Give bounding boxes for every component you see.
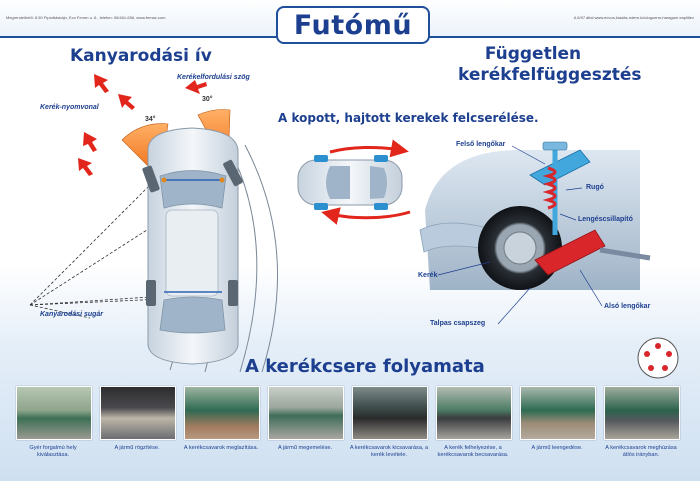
step-photo-7 [520, 386, 596, 440]
step-caption-3: A kerékcsavarok meglazítása. [183, 445, 259, 451]
swap-arrow-bottom [321, 207, 411, 225]
step-caption-2: A jármű rögzítése. [114, 445, 160, 451]
turning-arc-heading: Kanyarodási ív [70, 46, 212, 66]
lower-control-arm [534, 229, 606, 276]
step-caption-6: A kerék felhelyezése, a kerékcsavarok be… [437, 445, 509, 458]
tire-swap-diagram [297, 139, 411, 225]
suspension-diagram [419, 141, 679, 379]
tire-swap-text: A kopott, hajtott kerekek felcserélése. [278, 111, 539, 125]
publisher-note: Megrendelhető: 8.50 Ftpedtáskájn, Eco Fe… [6, 15, 166, 20]
upper-arm-label: Felső lengőkar [456, 141, 506, 148]
copyright-note: A 6/97 által www.ecvos-kiadás-ndere-köcl… [573, 15, 694, 20]
suspension-leader-lines [437, 145, 603, 325]
lower-arm-label: Alsó lengőkar [604, 303, 651, 310]
angle-left-value: 34° [145, 116, 156, 123]
wheel-track-label: Kerék-nyomvonal [40, 104, 99, 111]
step-photo-6 [436, 386, 512, 440]
step-photo-1 [16, 386, 92, 440]
wheel-hub [503, 231, 537, 265]
suspension-heading-line1: Független [484, 44, 582, 64]
angle-right-value: 30° [202, 96, 213, 103]
bolt-pattern-marks [644, 343, 672, 371]
turning-radius-label: Kanyarodási sugár [40, 311, 104, 318]
tire-swap-heading: A kopott, hajtott kerekek felcserélése. [278, 111, 539, 126]
step-caption-4: A jármű megemelése. [277, 445, 333, 451]
step-photo-5 [352, 386, 428, 440]
subframe [599, 247, 651, 261]
step-caption-8: A kerékcsavarok meghúzása átlós irányban… [605, 445, 677, 458]
step-photo-4 [268, 386, 344, 440]
step-photo-3 [184, 386, 260, 440]
step-caption-5: A kerékcsavarok kicsavarása, a kerék lev… [349, 445, 429, 458]
suspension-heading: Független kerékfelfüggesztés [458, 44, 642, 86]
spring-label: Rugó [586, 184, 604, 191]
track-arc-outer2 [244, 144, 278, 373]
turning-arc-diagram [29, 74, 278, 373]
page-title: Futómű [293, 9, 413, 41]
step-caption-1: Gyér forgalmú hely kiválasztása. [29, 445, 77, 458]
wheel-change-photos [16, 386, 690, 440]
wheel-label: Kerék [418, 272, 438, 279]
heading-arrows [78, 74, 207, 176]
step-photo-8 [604, 386, 680, 440]
car-topview [142, 127, 243, 365]
car-small-topview [297, 155, 403, 210]
step-caption-7: A jármű leengedése. [531, 445, 583, 451]
step-photo-2 [100, 386, 176, 440]
kingpin-label: Talpas csapszeg [430, 320, 486, 327]
damper-label: Lengéscsillapító [578, 216, 633, 223]
title-frame: Futómű [276, 6, 430, 44]
swap-arrow-top [329, 139, 409, 158]
suspension-heading-line2: kerékfelfüggesztés [458, 65, 642, 85]
strut-mount [542, 141, 568, 151]
wheel-change-heading: A kerékcsere folyamata [245, 356, 485, 377]
wheel-angle-label: Kerékelfordulási szög [177, 74, 250, 81]
coil-spring [542, 166, 557, 210]
